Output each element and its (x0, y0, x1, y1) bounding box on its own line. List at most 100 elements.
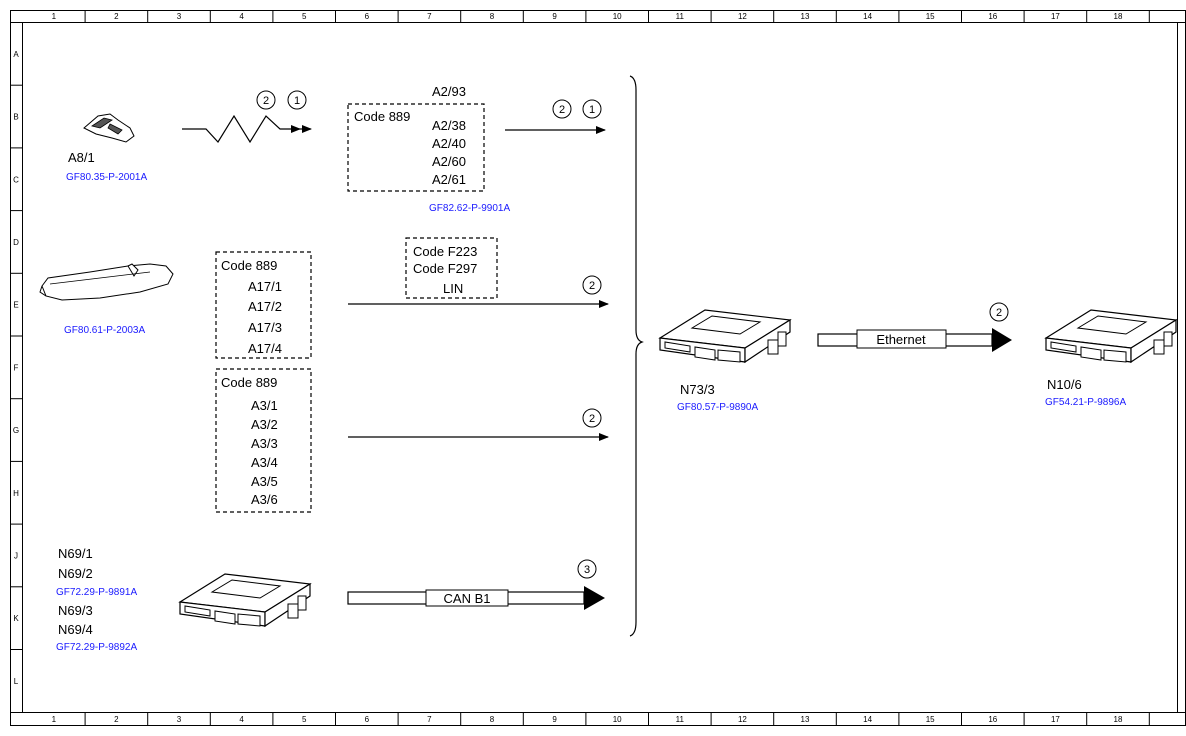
column-number: 16 (988, 12, 997, 21)
ignition-code-label: Code 889 (354, 109, 410, 124)
wireless-num-2: 2 (256, 90, 276, 110)
a3-item: A3/6 (251, 492, 278, 507)
svg-text:1: 1 (294, 95, 300, 107)
column-number: 2 (114, 12, 119, 21)
column-number: 3 (177, 715, 182, 724)
column-number: 3 (177, 12, 182, 21)
lin-label: LIN (443, 281, 463, 296)
svg-text:1: 1 (589, 104, 595, 116)
row-letter: D (13, 238, 19, 247)
ignition-item: A2/61 (432, 172, 466, 187)
a3-item: A3/3 (251, 436, 278, 451)
can-num: 3 (577, 559, 597, 579)
a3-item: A3/5 (251, 474, 278, 489)
row-letter: G (13, 426, 19, 435)
column-number: 16 (988, 715, 997, 724)
ignition-num-2: 2 (552, 99, 572, 119)
row-letter: F (14, 363, 19, 372)
ethernet-arrow: Ethernet (817, 328, 1012, 352)
column-number: 13 (801, 12, 810, 21)
n69-label: N69/1 (58, 546, 93, 561)
a2-93-label: A2/93 (432, 84, 466, 99)
n69-ref-link[interactable]: GF72.29-P-9891A (56, 587, 137, 598)
row-letter: L (14, 677, 19, 686)
column-number: 15 (926, 715, 935, 724)
ignition-item: A2/38 (432, 118, 466, 133)
column-number: 6 (365, 12, 370, 21)
n10-control-unit-icon (1045, 309, 1177, 363)
n73-label: N73/3 (680, 382, 715, 397)
row-letter: A (13, 50, 19, 59)
ignition-item: A2/40 (432, 136, 466, 151)
row-letter: B (13, 113, 18, 122)
wireless-signal (182, 114, 312, 144)
ignition-code-box (347, 103, 485, 192)
a17-item: A17/4 (248, 341, 282, 356)
a17-item: A17/3 (248, 320, 282, 335)
ignition-ref-link[interactable]: GF82.62-P-9901A (429, 203, 510, 214)
a17-code-box (215, 251, 312, 359)
column-number: 6 (365, 715, 370, 724)
column-number: 15 (926, 12, 935, 21)
svg-text:2: 2 (559, 104, 565, 116)
n10-ref-link[interactable]: GF54.21-P-9896A (1045, 397, 1126, 408)
column-number: 1 (52, 715, 57, 724)
door-handle-ref-link[interactable]: GF80.61-P-2003A (64, 325, 145, 336)
row-letter: H (13, 489, 19, 498)
n69-control-unit-icon (179, 573, 311, 627)
column-number: 14 (863, 12, 872, 21)
lin-code: Code F297 (413, 261, 477, 276)
column-number: 12 (738, 715, 747, 724)
row-letter: C (13, 175, 19, 184)
a17-item: A17/2 (248, 299, 282, 314)
grouping-brace (629, 75, 644, 637)
can-label: CAN B1 (444, 591, 491, 606)
lin-code: Code F223 (413, 244, 477, 259)
n69-label: N69/4 (58, 622, 93, 637)
key-label: A8/1 (68, 150, 95, 165)
a3-item: A3/1 (251, 398, 278, 413)
column-number: 17 (1051, 12, 1060, 21)
a17-item: A17/1 (248, 279, 282, 294)
column-number: 17 (1051, 715, 1060, 724)
row-letter: J (14, 551, 18, 560)
column-number: 13 (801, 715, 810, 724)
n73-control-unit-icon (659, 309, 791, 363)
column-number: 5 (302, 12, 307, 21)
a3-code-label: Code 889 (221, 375, 277, 390)
column-number: 18 (1114, 12, 1123, 21)
row-ruler: A B C D E F G H J K L (10, 50, 22, 686)
svg-text:2: 2 (263, 95, 269, 107)
can-bus-arrow: CAN B1 (347, 586, 605, 610)
column-number: 1 (52, 12, 57, 21)
n73-ref-link[interactable]: GF80.57-P-9890A (677, 402, 758, 413)
row-letter: K (13, 614, 19, 623)
column-number: 14 (863, 715, 872, 724)
row-letter: E (13, 301, 18, 310)
column-number: 10 (613, 12, 622, 21)
lin-num: 2 (582, 275, 602, 295)
column-number: 2 (114, 715, 119, 724)
wireless-num-1: 1 (287, 90, 307, 110)
ethernet-num: 2 (989, 302, 1009, 322)
ignition-item: A2/60 (432, 154, 466, 169)
a3-num: 2 (582, 408, 602, 428)
lin-code-box (405, 237, 498, 299)
column-number: 5 (302, 715, 307, 724)
a17-code-label: Code 889 (221, 258, 277, 273)
ignition-num-1: 1 (582, 99, 602, 119)
key-ref-link[interactable]: GF80.35-P-2001A (66, 172, 147, 183)
column-number: 4 (239, 12, 244, 21)
a3-item: A3/2 (251, 417, 278, 432)
n10-label: N10/6 (1047, 377, 1082, 392)
n69-ref-link[interactable]: GF72.29-P-9892A (56, 642, 137, 653)
svg-text:2: 2 (589, 413, 595, 425)
column-number: 9 (552, 12, 557, 21)
a3-item: A3/4 (251, 455, 278, 470)
column-number: 7 (427, 12, 432, 21)
column-number: 12 (738, 12, 747, 21)
ethernet-label: Ethernet (876, 332, 926, 347)
column-number: 9 (552, 715, 557, 724)
svg-text:2: 2 (996, 307, 1002, 319)
